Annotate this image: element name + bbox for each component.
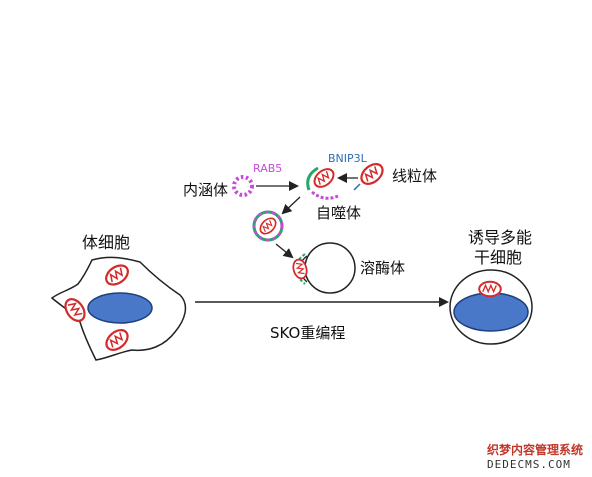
watermark-title: 织梦内容管理系统	[487, 442, 583, 457]
mitochondrion-icon	[478, 280, 502, 298]
endosome-icon	[232, 175, 254, 197]
watermark-url: DEDECMS.COM	[487, 458, 571, 471]
ipsc-cell	[449, 269, 533, 345]
somatic-cell	[50, 256, 187, 361]
ipsc-label-line1: 诱导多能	[468, 228, 532, 247]
autophagosome-label: 自噬体	[316, 204, 361, 222]
fusion-arrow	[275, 243, 294, 259]
autophagosome-icon	[252, 210, 284, 242]
lysosome-label: 溶酶体	[360, 259, 405, 277]
bnip3l-receptor	[353, 183, 361, 191]
somatic-nucleus	[87, 292, 153, 324]
rab5-label: RAB5	[253, 162, 282, 175]
bnip3l-label: BNIP3L	[328, 152, 368, 165]
ipsc-label-line2: 干细胞	[474, 248, 522, 267]
reprogramming-label: SKO重编程	[270, 324, 345, 342]
endosome-label: 内涵体	[183, 181, 228, 199]
forming-autophagosome	[306, 164, 339, 200]
mitochondrion-label: 线粒体	[392, 167, 437, 185]
somatic-cell-label: 体细胞	[82, 233, 130, 252]
ipsc-nucleus	[453, 292, 529, 332]
lysosome-icon	[290, 242, 356, 294]
autophagosome-arrow	[281, 196, 301, 215]
